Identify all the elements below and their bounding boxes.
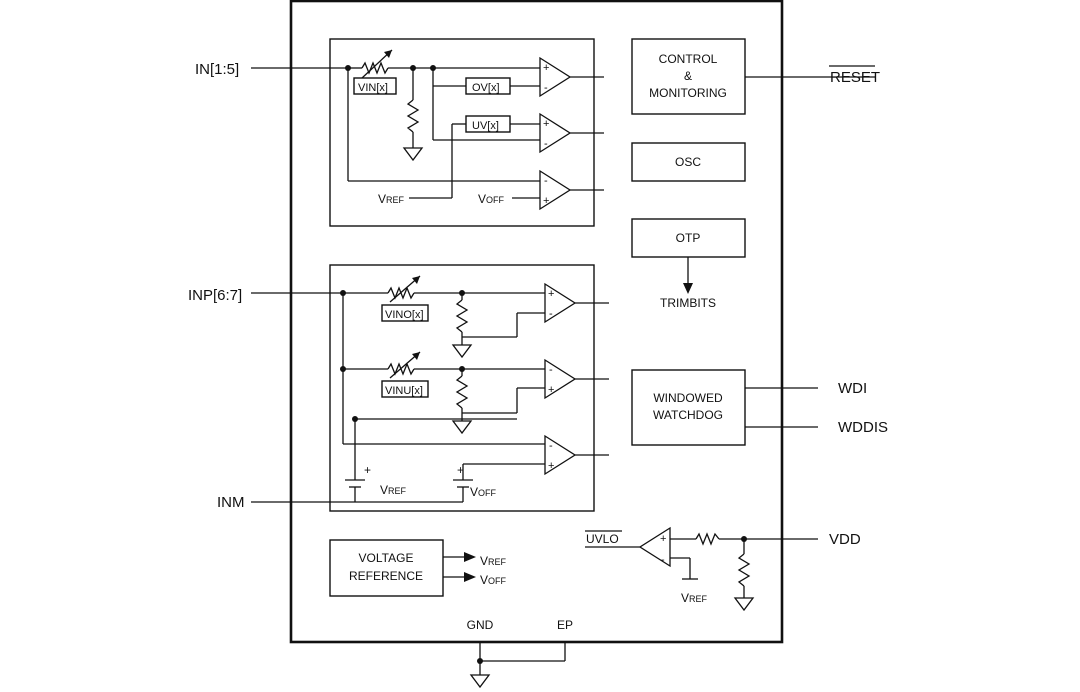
vin-resistor	[361, 61, 389, 75]
vinu-label: VINU[x]	[385, 385, 423, 397]
ground-icon	[402, 147, 424, 162]
pin-in-label: IN[1:5]	[195, 61, 239, 78]
divider-resistor	[406, 99, 420, 133]
pin-vdd-label: VDD	[829, 531, 861, 548]
pin-inp-label: INP[6:7]	[188, 287, 242, 304]
svg-text:VOLTAGE: VOLTAGE	[359, 551, 414, 565]
trimbits-label: TRIMBITS	[660, 296, 716, 310]
svg-text:VREF: VREF	[480, 554, 507, 568]
ground-icon	[451, 344, 473, 359]
comparator-off	[539, 169, 572, 211]
comparator-uv-2	[544, 358, 577, 400]
ground-icon	[733, 597, 755, 612]
svg-text:+: +	[543, 62, 549, 74]
svg-text:+: +	[548, 460, 554, 472]
pin-wddis-label: WDDIS	[838, 419, 888, 436]
svg-text:-: -	[544, 82, 548, 94]
voff-label-2: VOFF	[470, 485, 497, 499]
svg-text:WINDOWED: WINDOWED	[653, 391, 723, 405]
svg-text:-: -	[549, 440, 553, 452]
svg-text:-: -	[549, 364, 553, 376]
svg-text:+: +	[543, 118, 549, 130]
pin-inm-label: INM	[217, 494, 245, 511]
comparator-ov	[539, 56, 572, 98]
svg-text:+: +	[457, 463, 464, 477]
otp-block	[631, 218, 746, 258]
svg-text:&: &	[684, 69, 692, 83]
svg-text:VREF: VREF	[681, 591, 708, 605]
svg-text:-: -	[549, 308, 553, 320]
uv-label: UV[x]	[472, 120, 499, 132]
svg-text:-: -	[544, 175, 548, 187]
windowed-watchdog-block	[631, 369, 746, 446]
uvlo-label: UVLO	[586, 532, 619, 546]
vino-label: VINO[x]	[385, 309, 424, 321]
pin-ep-label: EP	[557, 618, 573, 632]
svg-text:+: +	[543, 195, 549, 207]
svg-text:VOFF: VOFF	[480, 573, 507, 587]
vref-label-2: VREF	[380, 483, 407, 497]
comparator-uvlo	[638, 526, 671, 568]
svg-text:OSC: OSC	[675, 155, 701, 169]
svg-text:REFERENCE: REFERENCE	[349, 569, 423, 583]
comparator-ov-2	[544, 282, 577, 324]
svg-text:-: -	[544, 138, 548, 150]
pin-wdi-label: WDI	[838, 380, 867, 397]
svg-text:-: -	[661, 554, 665, 566]
svg-text:OTP: OTP	[676, 231, 701, 245]
pin-reset-label: RESET	[830, 69, 880, 86]
svg-text:+: +	[548, 288, 554, 300]
voltage-reference-block	[329, 539, 444, 597]
osc-block	[631, 142, 746, 182]
vin-label: VIN[x]	[358, 82, 388, 94]
ground-icon	[451, 420, 473, 435]
svg-text:+: +	[660, 533, 666, 545]
svg-text:+: +	[548, 384, 554, 396]
comparator-off-2	[544, 434, 577, 476]
comparator-uv	[539, 112, 572, 154]
vdd-resistor	[695, 532, 720, 546]
voff-label-1: VOFF	[478, 192, 505, 206]
arrow-down-icon	[683, 283, 693, 294]
ov-label: OV[x]	[472, 82, 500, 94]
vref-label-1: VREF	[378, 192, 405, 206]
ground-icon	[469, 674, 491, 689]
svg-text:WATCHDOG: WATCHDOG	[653, 408, 723, 422]
svg-text:CONTROL: CONTROL	[659, 52, 718, 66]
svg-text:MONITORING: MONITORING	[649, 86, 727, 100]
svg-text:+: +	[364, 463, 371, 477]
pin-gnd-label: GND	[467, 618, 494, 632]
